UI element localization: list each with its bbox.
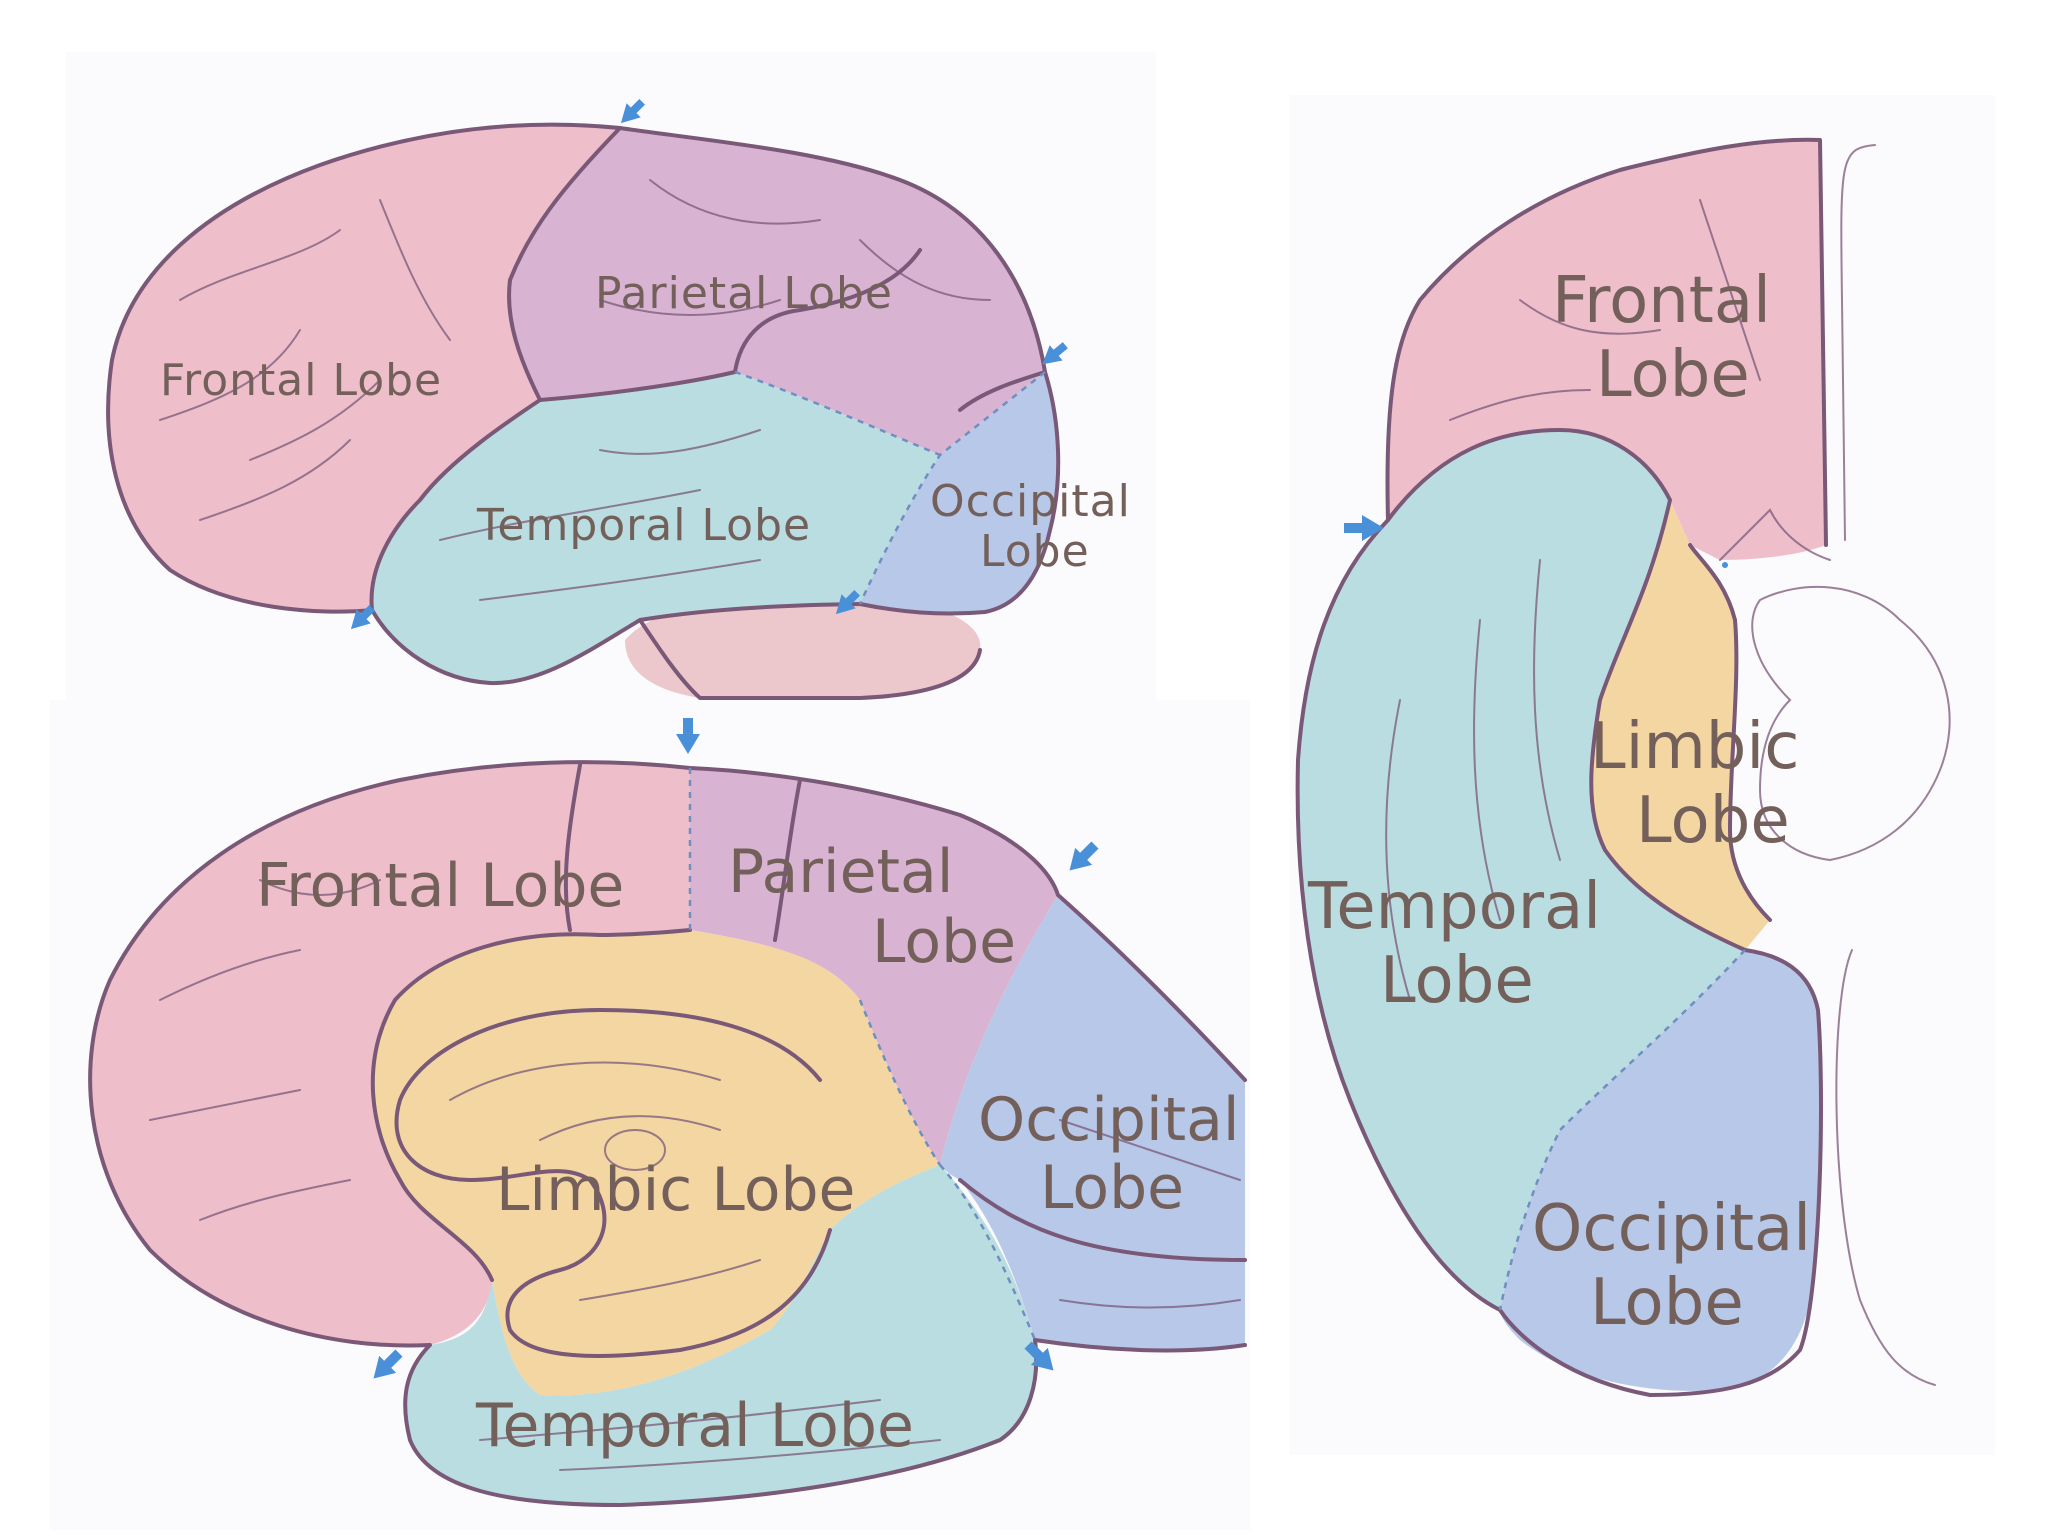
medial-calcarine-outline — [958, 1178, 1247, 1262]
inferior-outline — [1295, 137, 1828, 1397]
medial-frontal-region — [90, 762, 690, 1346]
inferior-chiasm-dot — [1722, 562, 1728, 568]
medial-thalamus-outline — [604, 1129, 666, 1171]
medial-gyri-frontal — [149, 879, 381, 1221]
medial-parietal-region — [690, 768, 1058, 1165]
lateral-sylvian-fissure — [369, 370, 737, 612]
inferior-frontal-label-line2: Lobe — [1596, 338, 1750, 412]
medial-parietal-label-line2: Lobe — [872, 907, 1016, 977]
inferior-gyri-temporal — [1385, 559, 1561, 1001]
medial-arrow-top-right — [1069, 841, 1099, 871]
medial-frontal-gyrus-divider — [563, 763, 582, 932]
medial-inner-limbic-outline — [394, 1008, 832, 1358]
medial-temporal-label: Temporal Lobe — [475, 1391, 914, 1461]
medial-outline — [88, 760, 1247, 1507]
lateral-parietal-label: Parietal Lobe — [595, 268, 893, 319]
medial-occipital-label-line1: Occipital — [978, 1085, 1240, 1155]
inferior-temporal-occipital-boundary — [1498, 949, 1746, 1311]
inferior-occipital-label-line2: Lobe — [1590, 1266, 1744, 1340]
lateral-parietal-region — [509, 128, 1046, 455]
medial-temporal-region — [405, 1165, 1037, 1505]
lateral-parietal-sulcus — [733, 248, 922, 374]
lateral-gyri-frontal — [159, 199, 451, 521]
lateral-gyri-parietal — [599, 179, 991, 316]
medial-gyri-limbic — [449, 1061, 761, 1301]
lateral-gyri-temporal — [439, 429, 761, 601]
inferior-brainstem-outline — [1751, 585, 1951, 862]
medial-parietal-gyrus-divider — [773, 778, 802, 942]
lateral-cerebellum-region — [625, 593, 981, 698]
inferior-frontal-region — [1387, 139, 1826, 560]
inferior-limbic-outline — [1688, 543, 1772, 922]
inferior-arrow-left — [1344, 515, 1384, 541]
inferior-gyri-frontal — [1449, 199, 1761, 421]
inferior-view: Frontal Lobe Limbic Lobe Temporal Lobe O… — [1295, 137, 1951, 1397]
lateral-outline — [106, 122, 1061, 686]
inferior-temporal-region — [1297, 430, 1745, 1310]
lateral-occipital-label-line2: Lobe — [980, 526, 1090, 577]
inferior-frontal-label-line1: Frontal — [1552, 264, 1771, 338]
lateral-arrow-bottom — [835, 590, 860, 615]
inferior-occipital-label-line1: Occipital — [1532, 1192, 1811, 1266]
medial-arrow-bottom-left — [373, 1349, 403, 1379]
inferior-temporal-label-line2: Lobe — [1380, 944, 1534, 1018]
lateral-occipital-label-line1: Occipital — [930, 476, 1131, 527]
inferior-limbic-label-line2: Lobe — [1636, 784, 1790, 858]
medial-limbic-region — [372, 930, 940, 1396]
medial-parietal-label-line1: Parietal — [728, 837, 953, 907]
medial-arrow-bottom-right — [1024, 1341, 1054, 1371]
inferior-occipital-region — [1500, 950, 1822, 1391]
medial-gyri-occipital — [1059, 1119, 1241, 1309]
medial-limbic-label: Limbic Lobe — [496, 1155, 855, 1225]
inferior-midline — [1835, 144, 1936, 1386]
lateral-temporal-label: Temporal Lobe — [476, 500, 811, 551]
inferior-temporal-pole-outline — [1386, 428, 1747, 952]
medial-occipital-region — [940, 895, 1245, 1351]
lateral-cerebellum-outline — [638, 618, 982, 700]
lateral-view: Frontal Lobe Parietal Lobe Temporal Lobe… — [106, 99, 1131, 700]
medial-occipital-label-line2: Lobe — [1040, 1153, 1184, 1223]
lateral-frontal-label: Frontal Lobe — [160, 355, 442, 406]
lateral-arrow-right — [1042, 342, 1068, 365]
inferior-limbic-label-line1: Limbic — [1590, 710, 1799, 784]
medial-arrow-top — [676, 718, 700, 754]
lateral-central-sulcus — [507, 126, 622, 402]
inferior-chiasm-outline — [1719, 508, 1831, 561]
medial-cingulate-outline — [370, 928, 692, 1282]
lateral-occipital-region — [860, 372, 1059, 614]
medial-view: Frontal Lobe Parietal Lobe Occipital Lob… — [88, 718, 1247, 1507]
lateral-occipital-notch — [958, 370, 1047, 412]
lateral-frontal-region — [108, 124, 621, 612]
medial-temporal-occipital-boundary — [939, 1164, 1037, 1341]
inferior-temporal-label-line1: Temporal — [1307, 870, 1601, 944]
lateral-arrow-bottom-left — [350, 605, 375, 630]
medial-frontal-label: Frontal Lobe — [256, 851, 624, 921]
lateral-arrow-top — [620, 99, 645, 124]
medial-gyri-temporal — [479, 1399, 941, 1471]
lateral-parietal-temporal-boundary — [734, 370, 941, 457]
